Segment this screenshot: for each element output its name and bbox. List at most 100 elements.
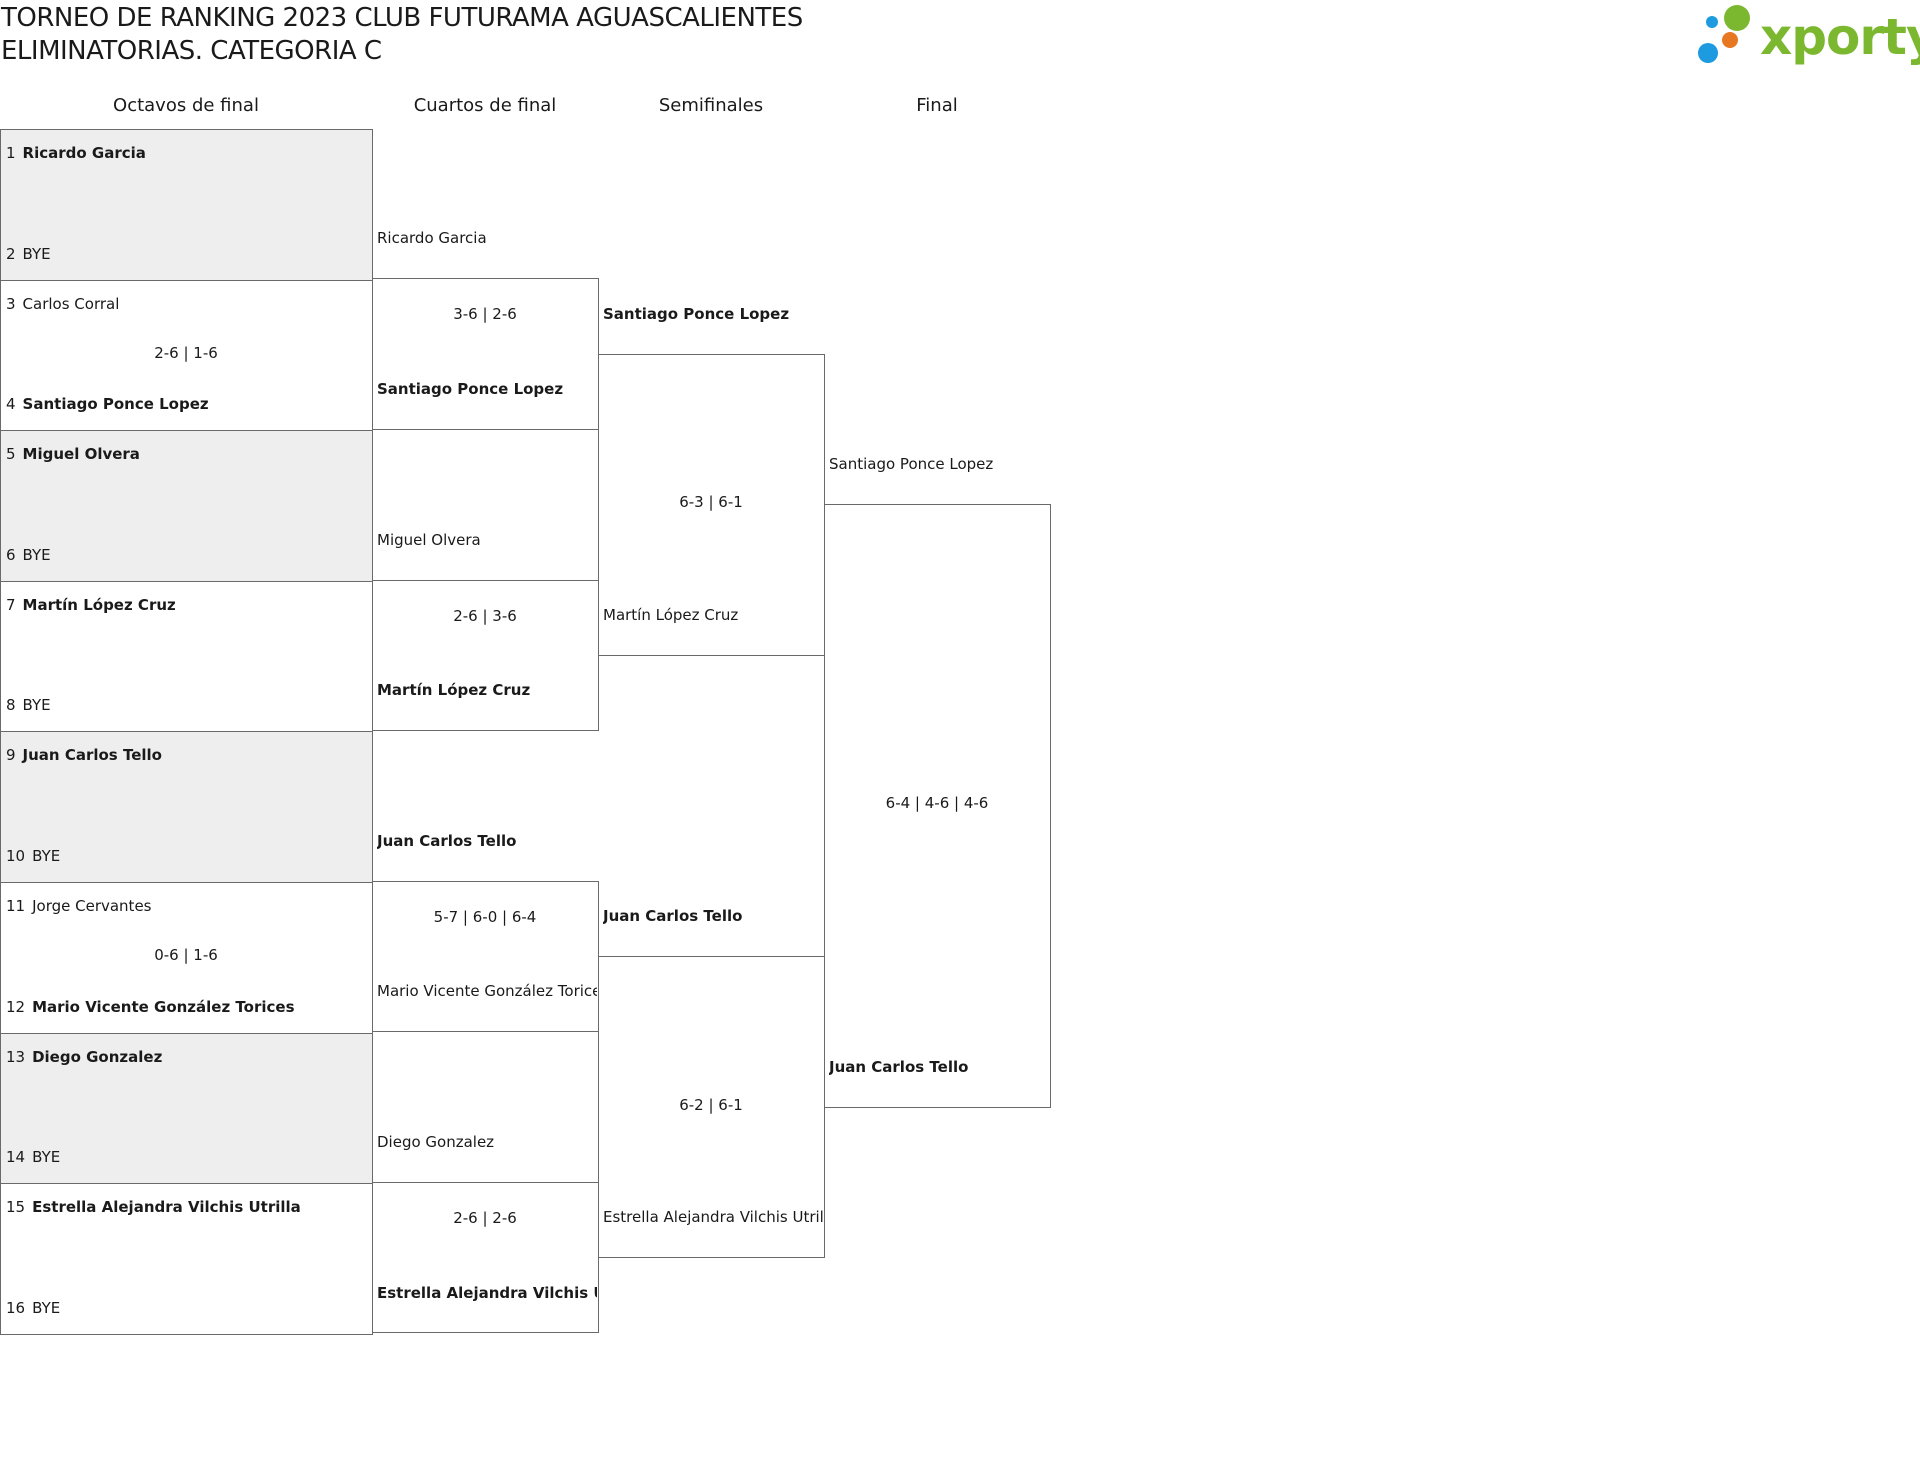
player-name: Estrella Alejandra Vilchis Utrilla xyxy=(603,1208,823,1227)
octavos-match-box xyxy=(0,129,373,281)
player-name: Martín López Cruz xyxy=(22,595,176,614)
cuartos-player[interactable]: Ricardo Garcia xyxy=(377,229,487,247)
seed-number: 14 xyxy=(6,1148,26,1167)
final-score: 6-4 | 4-6 | 4-6 xyxy=(885,794,989,813)
player-name: Diego Gonzalez xyxy=(377,1132,495,1151)
octavos-player[interactable]: 4 Santiago Ponce Lopez xyxy=(6,395,209,413)
player-name: Ricardo Garcia xyxy=(22,144,146,162)
player-name: Santiago Ponce Lopez xyxy=(377,379,564,398)
octavos-player[interactable]: 10 BYE xyxy=(6,847,60,865)
player-name: BYE xyxy=(22,244,51,263)
semis-score: 6-3 | 6-1 xyxy=(679,493,743,512)
seed-number: 1 xyxy=(6,144,16,162)
octavos-player[interactable]: 3 Carlos Corral xyxy=(6,295,119,313)
player-name: BYE xyxy=(32,1148,61,1167)
logo-text: xporty xyxy=(1760,8,1920,66)
octavos-player[interactable]: 6 BYE xyxy=(6,546,51,564)
seed-number: 4 xyxy=(6,395,16,414)
cuartos-match-box xyxy=(372,880,599,1033)
cuartos-match-box xyxy=(372,278,599,430)
octavos-player[interactable]: 8 BYE xyxy=(6,696,51,714)
seed-number: 8 xyxy=(6,696,16,715)
cuartos-player[interactable]: Juan Carlos Tello xyxy=(377,832,516,850)
player-name: Santiago Ponce Lopez xyxy=(603,304,790,323)
seed-number: 6 xyxy=(6,545,16,564)
octavos-match-box xyxy=(0,731,373,883)
final-player[interactable]: Juan Carlos Tello xyxy=(829,1058,968,1076)
cuartos-score: 5-7 | 6-0 | 6-4 xyxy=(433,907,537,926)
semis-player[interactable]: Juan Carlos Tello xyxy=(603,907,742,925)
semis-player[interactable]: Santiago Ponce Lopez xyxy=(603,305,789,323)
header-octavos: Octavos de final xyxy=(113,95,259,116)
octavos-score: 0-6 | 1-6 xyxy=(154,946,218,965)
player-name: BYE xyxy=(32,1298,61,1317)
player-name: BYE xyxy=(32,847,61,865)
seed-number: 10 xyxy=(6,847,26,865)
player-name: Santiago Ponce Lopez xyxy=(829,455,994,474)
logo-dot-orange xyxy=(1722,32,1738,48)
header-semifinales: Semifinales xyxy=(658,95,764,116)
tournament-title: TORNEO DE RANKING 2023 CLUB FUTURAMA AGU… xyxy=(1,3,803,33)
cuartos-player[interactable]: Miguel Olvera xyxy=(377,531,481,549)
player-name: Juan Carlos Tello xyxy=(829,1057,969,1076)
octavos-player[interactable]: 12 Mario Vicente González Torices xyxy=(6,998,295,1016)
player-name: BYE xyxy=(22,545,51,564)
cuartos-score: 3-6 | 2-6 xyxy=(453,305,517,324)
player-name: Estrella Alejandra Vilchis Utrilla xyxy=(32,1198,301,1217)
cuartos-match-box xyxy=(372,1181,599,1334)
octavos-player[interactable]: 2 BYE xyxy=(6,245,51,263)
seed-number: 15 xyxy=(6,1198,26,1217)
octavos-match-box xyxy=(0,430,373,582)
cuartos-player[interactable]: Santiago Ponce Lopez xyxy=(377,380,563,398)
seed-number: 9 xyxy=(6,746,16,765)
seed-number: 7 xyxy=(6,595,16,614)
seed-number: 13 xyxy=(6,1047,26,1066)
octavos-player[interactable]: 1 Ricardo Garcia xyxy=(6,144,146,162)
player-name: Mario Vicente González Torices xyxy=(32,997,295,1016)
header-cuartos: Cuartos de final xyxy=(413,95,557,116)
player-name: Estrella Alejandra Vilchis Utrilla xyxy=(377,1283,597,1302)
player-name: Martín López Cruz xyxy=(603,605,739,624)
seed-number: 2 xyxy=(6,244,16,263)
semis-player[interactable]: Estrella Alejandra Vilchis Utrilla xyxy=(603,1208,823,1226)
octavos-player[interactable]: 16 BYE xyxy=(6,1299,60,1317)
octavos-player[interactable]: 14 BYE xyxy=(6,1148,60,1166)
player-name: Miguel Olvera xyxy=(377,530,481,549)
cuartos-player[interactable]: Diego Gonzalez xyxy=(377,1133,494,1151)
cuartos-player[interactable]: Estrella Alejandra Vilchis Utrilla xyxy=(377,1284,597,1302)
final-match-box xyxy=(824,504,1051,1108)
semis-score: 6-2 | 6-1 xyxy=(679,1095,743,1114)
cuartos-player[interactable]: Mario Vicente González Torices xyxy=(377,982,597,1000)
logo-dot-blue-small xyxy=(1706,16,1718,28)
tournament-subtitle: ELIMINATORIAS. CATEGORIA C xyxy=(1,36,382,66)
player-name: Diego Gonzalez xyxy=(32,1047,163,1066)
cuartos-player[interactable]: Martín López Cruz xyxy=(377,681,530,699)
seed-number: 5 xyxy=(6,445,16,464)
player-name: Santiago Ponce Lopez xyxy=(22,395,209,414)
octavos-match-box xyxy=(0,1032,373,1185)
player-name: Carlos Corral xyxy=(22,294,120,313)
header-final: Final xyxy=(916,95,958,116)
seed-number: 12 xyxy=(6,997,26,1016)
cuartos-score: 2-6 | 3-6 xyxy=(453,606,517,625)
player-name: Ricardo Garcia xyxy=(377,229,487,248)
player-name: Juan Carlos Tello xyxy=(603,907,743,925)
xporty-logo[interactable]: xporty xyxy=(1698,5,1920,67)
cuartos-score: 2-6 | 2-6 xyxy=(453,1208,517,1227)
logo-dot-blue xyxy=(1698,43,1718,63)
semis-player[interactable]: Martín López Cruz xyxy=(603,606,738,624)
seed-number: 3 xyxy=(6,294,16,313)
logo-dot-green xyxy=(1724,5,1750,31)
final-player[interactable]: Santiago Ponce Lopez xyxy=(829,455,993,473)
octavos-player[interactable]: 13 Diego Gonzalez xyxy=(6,1048,162,1066)
seed-number: 11 xyxy=(6,897,26,915)
player-name: BYE xyxy=(22,696,51,715)
octavos-player[interactable]: 15 Estrella Alejandra Vilchis Utrilla xyxy=(6,1198,301,1216)
player-name: Juan Carlos Tello xyxy=(377,831,517,850)
octavos-player[interactable]: 7 Martín López Cruz xyxy=(6,596,176,614)
player-name: Mario Vicente González Torices xyxy=(377,982,597,1001)
seed-number: 16 xyxy=(6,1298,26,1317)
